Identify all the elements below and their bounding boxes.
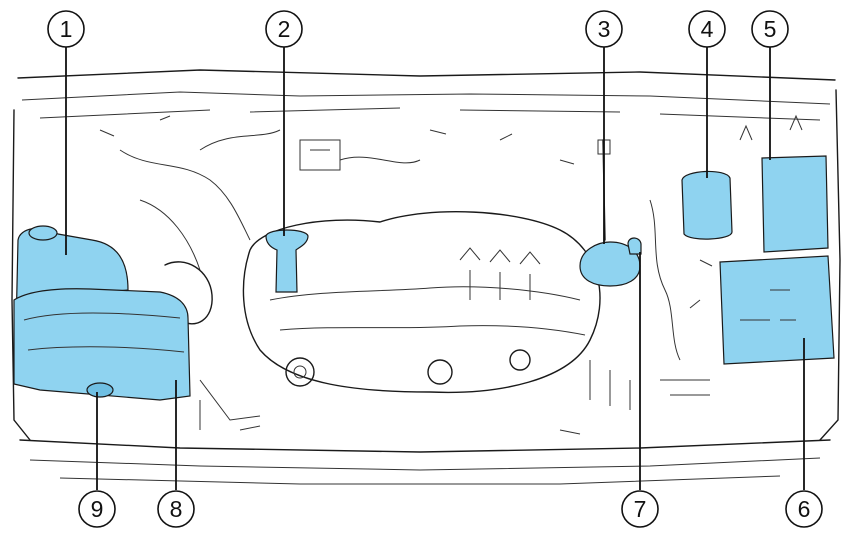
callout-1-number: 1 [60,16,73,42]
coolant-cap [29,226,57,240]
callout-4-number: 4 [701,16,714,42]
callout-7: 7 [622,491,658,527]
part-engine-oil-filler-cap [266,230,308,292]
callout-8-number: 8 [170,496,183,522]
callout-5: 5 [752,11,788,47]
callout-9: 9 [79,491,115,527]
part-engine-oil-dipstick-handle [628,238,641,254]
callout-2: 2 [266,11,302,47]
callout-8: 8 [158,491,194,527]
part-washer-fluid-cap [87,383,113,397]
callout-1: 1 [48,11,84,47]
callout-2-number: 2 [278,16,291,42]
part-fuse-box [762,156,828,252]
part-battery [720,256,834,364]
leader-lines [66,47,804,490]
callout-9-number: 9 [91,496,104,522]
callout-6-number: 6 [798,496,811,522]
engine-bay-sketch [12,70,840,484]
part-power-steering-reservoir [682,171,732,239]
highlighted-parts [14,156,834,400]
callout-3-number: 3 [598,16,611,42]
callout-3: 3 [586,11,622,47]
callout-7-number: 7 [634,496,647,522]
callout-5-number: 5 [764,16,777,42]
callout-4: 4 [689,11,725,47]
callout-6: 6 [786,491,822,527]
